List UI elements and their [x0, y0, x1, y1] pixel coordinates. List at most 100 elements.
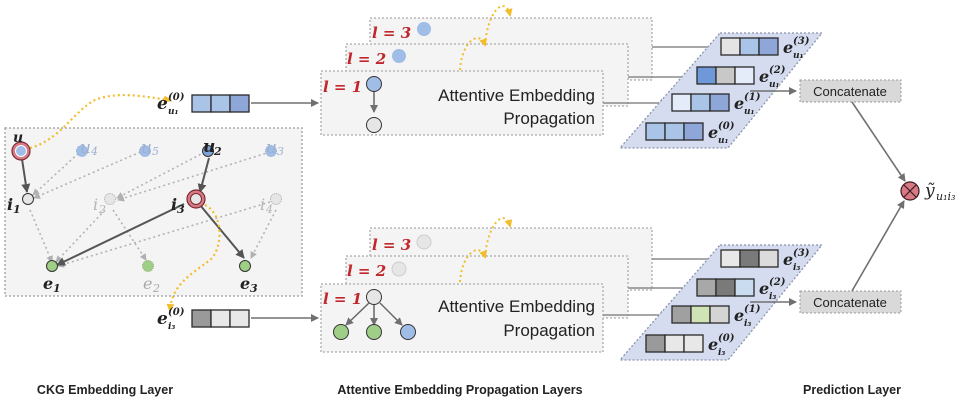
prediction-output-sub: u₁i₃ [936, 190, 955, 203]
item-node-i2[interactable]: i 2 [93, 193, 116, 217]
svg-text:2: 2 [152, 282, 160, 295]
embedding-cell [645, 334, 666, 353]
embedding-cell [690, 305, 711, 324]
svg-text:e: e [157, 94, 168, 114]
item-embedding-vector [696, 278, 755, 297]
ckg-faded-edges [29, 149, 277, 268]
embedding-cell [671, 93, 692, 112]
embedding-cell [671, 305, 692, 324]
item-input-vector [191, 309, 250, 328]
embedding-cell [191, 309, 212, 328]
embedding-cell [715, 66, 736, 85]
svg-text:u₁: u₁ [718, 136, 729, 146]
user-node-u5[interactable]: u 5 [139, 138, 160, 158]
svg-text:e: e [157, 309, 168, 329]
svg-text:1: 1 [53, 282, 61, 295]
svg-text:e: e [708, 335, 718, 354]
item-aep-text-line1: Attentive Embedding [438, 297, 595, 316]
item-embedding-vector [720, 249, 779, 268]
svg-text:i₃: i₃ [718, 348, 725, 358]
svg-text:1: 1 [13, 203, 21, 216]
user-embeddings-stack [618, 32, 824, 149]
embedding-cell [210, 94, 231, 113]
item-node-i3[interactable]: i 3 [171, 189, 206, 216]
entity-node-e1[interactable]: e 1 [43, 260, 61, 296]
svg-text:2: 2 [98, 203, 106, 216]
user-concatenate-box[interactable]: Concatenate [799, 79, 902, 103]
embedding-cell [709, 305, 730, 324]
user-embedding-vector [720, 37, 779, 56]
caption-prediction-layer: Prediction Layer [803, 383, 901, 397]
user-node-u3[interactable]: u 3 [265, 138, 285, 158]
svg-text:u: u [203, 137, 215, 157]
svg-text:3: 3 [177, 203, 185, 216]
user-embedding-row-1: e(1)u₁ [671, 92, 761, 117]
user-embedding-row-2: e(2)u₁ [696, 65, 786, 90]
high-order-path-user [29, 94, 172, 150]
user-input-embedding: e (0) u₁ [157, 92, 319, 117]
embedding-cell [210, 309, 231, 328]
svg-text:u: u [80, 138, 91, 158]
embedding-cell [734, 278, 755, 297]
user-embedding-row-3: e(3)u₁ [720, 36, 810, 61]
user-node-u1[interactable]: u [11, 130, 31, 161]
svg-text:u₁: u₁ [168, 107, 179, 117]
entity-node-e3[interactable]: e 3 [239, 260, 259, 296]
caption-ckg-embedding-layer: CKG Embedding Layer [37, 383, 173, 397]
item-embedding-vector [645, 334, 704, 353]
item-node-i4[interactable]: i 4 [260, 193, 282, 217]
svg-text:i: i [171, 195, 177, 214]
embedding-cell [758, 249, 779, 268]
item-input-embedding: e (0) i₃ [157, 307, 319, 332]
user-embedding-vector [671, 93, 730, 112]
svg-text:e: e [708, 123, 718, 142]
svg-text:e: e [143, 274, 152, 293]
item-layer-3-label: l = 3 [372, 236, 411, 254]
embedding-cell [715, 278, 736, 297]
ckg-solid-edges [21, 157, 245, 266]
node-label-u1: u [13, 130, 23, 146]
svg-text:u₁: u₁ [769, 80, 780, 90]
embedding-cell [734, 66, 755, 85]
item-layer-1-panel [320, 283, 604, 353]
svg-text:u₁: u₁ [744, 107, 755, 117]
svg-text:e: e [734, 306, 744, 325]
svg-text:(2): (2) [769, 277, 786, 288]
inner-product-operator-icon [900, 181, 920, 201]
item-branch: e (0) i₃ l = 3 l = 2 l = 1 Attentive Emb… [157, 217, 902, 361]
item-embedding-vector [671, 305, 730, 324]
svg-text:i: i [7, 195, 13, 214]
svg-text:i: i [260, 195, 265, 214]
embedding-cell [739, 249, 760, 268]
embedding-cell [696, 278, 717, 297]
svg-text:(3): (3) [793, 36, 810, 47]
item-concatenate-box[interactable]: Concatenate [799, 290, 902, 314]
svg-text:i₃: i₃ [769, 292, 776, 302]
embedding-cell [645, 122, 666, 141]
user-layer-1-label: l = 1 [323, 78, 362, 96]
embedding-cell [229, 94, 250, 113]
prediction-layer: ỹ u₁i₃ [851, 101, 955, 292]
user-layer-3-label: l = 3 [372, 24, 411, 42]
embedding-cell [683, 334, 704, 353]
embedding-cell [664, 122, 685, 141]
embedding-cell [683, 122, 704, 141]
svg-text:i: i [93, 195, 98, 214]
user-node-u4[interactable]: u 4 [76, 138, 99, 158]
svg-text:(1): (1) [744, 92, 761, 103]
svg-text:e: e [43, 274, 53, 293]
svg-text:(0): (0) [718, 333, 735, 344]
item-layer-1-label: l = 1 [323, 290, 362, 308]
user-embedding-vector [645, 122, 704, 141]
user-branch: e (0) u₁ l = 3 l = 2 l = 1 Attentive Emb… [157, 5, 902, 149]
user-node-u2[interactable]: u 2 [202, 137, 223, 158]
embedding-cell [720, 37, 741, 56]
entity-node-e2[interactable]: e 2 [142, 260, 161, 296]
svg-text:Concatenate: Concatenate [813, 295, 887, 310]
svg-text:e: e [783, 250, 793, 269]
embedding-cell [690, 93, 711, 112]
item-aep-text-line2: Propagation [503, 321, 595, 340]
item-node-i1[interactable]: i 1 [7, 193, 34, 217]
svg-text:u: u [266, 138, 277, 158]
